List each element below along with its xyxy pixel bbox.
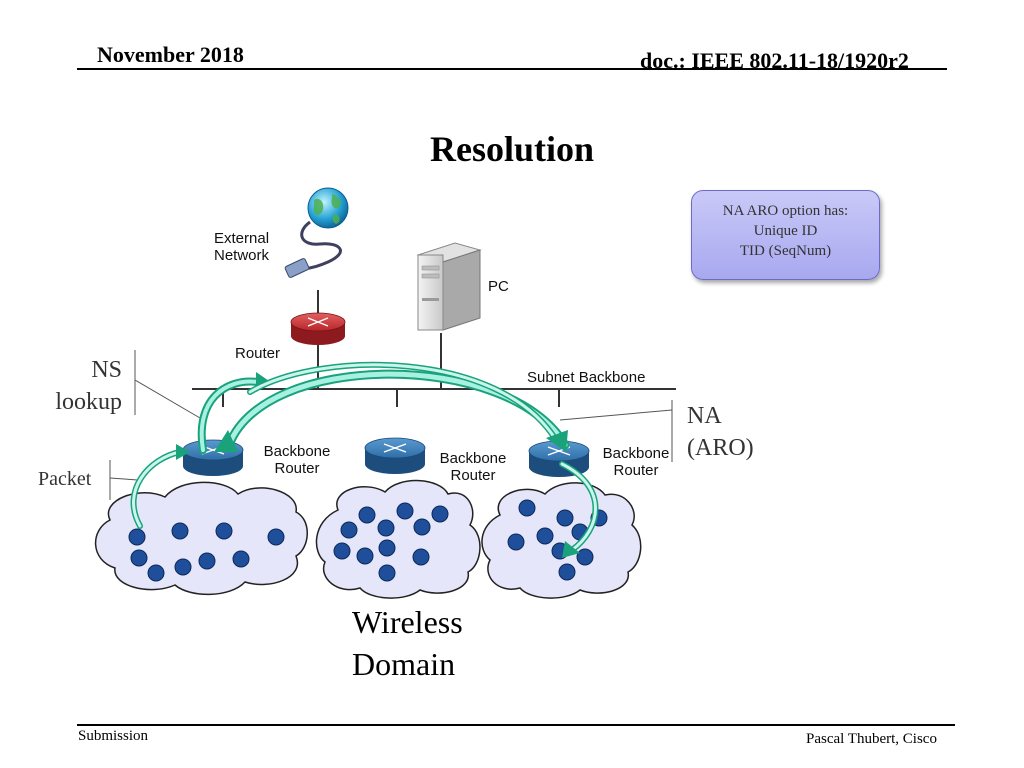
wireless-node xyxy=(358,506,376,524)
backbone-router-label: Backbone Router xyxy=(602,445,670,479)
wireless-node xyxy=(232,550,250,568)
wireless-node xyxy=(412,548,430,566)
wireless-node xyxy=(340,521,358,539)
footer-submission: Submission xyxy=(78,728,149,744)
wireless-node xyxy=(174,558,192,576)
wireless-node xyxy=(198,552,216,570)
wireless-node xyxy=(378,539,396,557)
wireless-nodes xyxy=(128,499,608,582)
wireless-node xyxy=(147,564,165,582)
wireless-node xyxy=(413,518,431,536)
wireless-node xyxy=(558,563,576,581)
wireless-node xyxy=(536,527,554,545)
backbone-router-label: Backbone Router xyxy=(439,450,507,484)
delivery-arrow xyxy=(559,461,599,558)
wireless-node xyxy=(518,499,536,517)
wireless-node xyxy=(130,549,148,567)
slide-title: Resolution xyxy=(429,129,595,169)
wireless-node xyxy=(333,542,351,560)
external-network-label: External Network xyxy=(214,230,270,264)
packet-arrow xyxy=(130,444,190,529)
wireless-cloud-middle xyxy=(315,479,481,599)
pc-tower-icon xyxy=(416,242,482,331)
header-rule xyxy=(77,68,947,70)
wireless-node xyxy=(171,522,189,540)
info-line: Unique ID xyxy=(753,223,818,239)
wireless-node xyxy=(356,547,374,565)
ns-lookup-label: NS lookup xyxy=(55,357,122,415)
backbone-router-icon xyxy=(364,437,426,474)
router-icon xyxy=(290,312,346,345)
packet-leader xyxy=(109,460,139,500)
ns-lookup-leader xyxy=(134,350,201,419)
wireless-node xyxy=(431,505,449,523)
wireless-node xyxy=(556,509,574,527)
footer-rule xyxy=(77,724,955,726)
na-aro-leader xyxy=(559,400,673,462)
globe-icon xyxy=(284,187,349,278)
wireless-node xyxy=(576,548,594,566)
header-date: November 2018 xyxy=(97,42,244,67)
wireless-domain-label: Wireless Domain xyxy=(352,604,463,682)
subnet-backbone-label: Subnet Backbone xyxy=(527,369,646,386)
wireless-node xyxy=(378,564,396,582)
info-line: NA ARO option has: xyxy=(722,203,849,219)
router-label: Router xyxy=(235,345,281,362)
wireless-node xyxy=(267,528,285,546)
ns-return-arrow xyxy=(247,361,568,452)
packet-label: Packet xyxy=(38,468,92,490)
wireless-cloud-left xyxy=(94,481,308,596)
wireless-node xyxy=(507,533,525,551)
pc-label: PC xyxy=(488,278,509,295)
wireless-node xyxy=(215,522,233,540)
wireless-node xyxy=(128,528,146,546)
wireless-node xyxy=(377,519,395,537)
info-line: TID (SeqNum) xyxy=(739,243,832,259)
na-aro-info-box: NA ARO option has: Unique ID TID (SeqNum… xyxy=(691,190,880,280)
wireless-node xyxy=(396,502,414,520)
wireless-cloud-right xyxy=(481,482,642,599)
footer-author: Pascal Thubert, Cisco xyxy=(806,731,937,747)
backbone-router-label: Backbone Router xyxy=(263,443,331,477)
na-aro-label: NA (ARO) xyxy=(687,403,754,461)
